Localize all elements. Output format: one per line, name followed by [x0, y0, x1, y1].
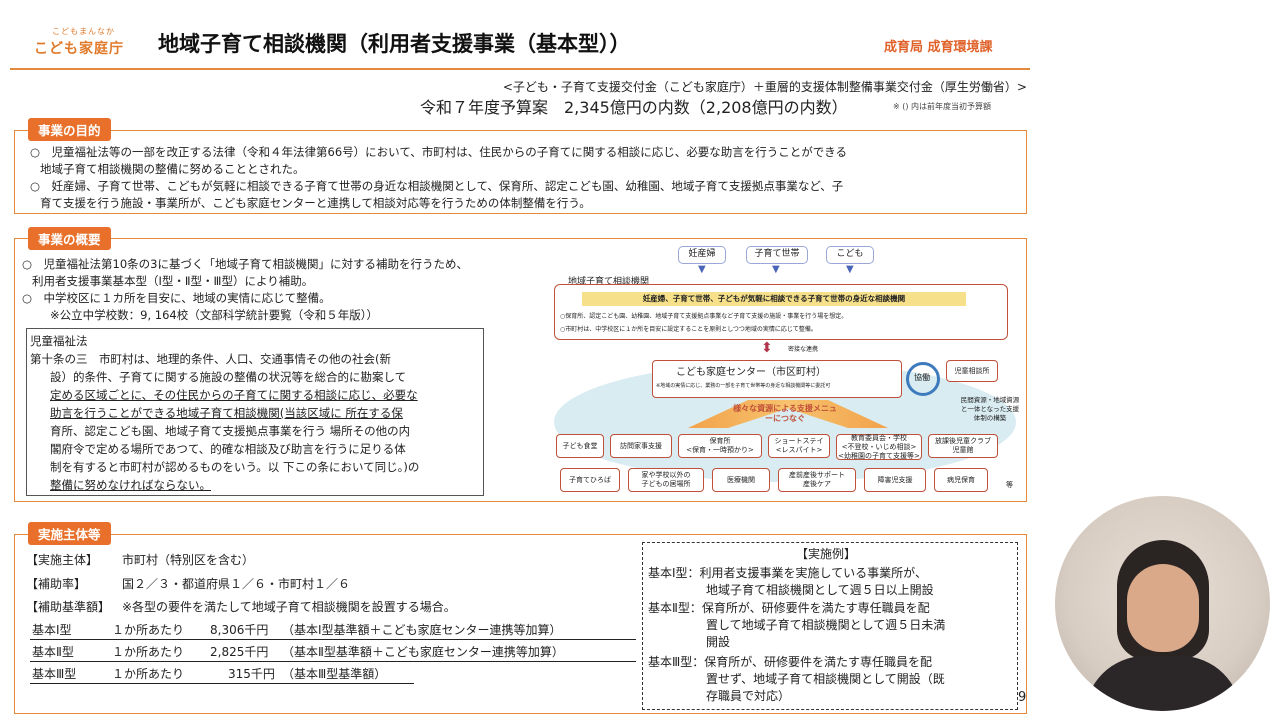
purpose-tab: 事業の目的: [28, 118, 111, 141]
law-box: [26, 328, 484, 496]
agency-label: 地域子育て相談機関: [566, 274, 652, 287]
law-title: 児童福祉法: [30, 334, 88, 348]
type-per: １か所あたり: [112, 623, 185, 637]
child-guidance-center: 児童相談所: [946, 360, 998, 382]
example-3c: 存職員で対応）: [706, 689, 791, 703]
law-line-4: 助言を行うことができる地域子育て相談機関(当該区域に 所在する保: [50, 406, 403, 420]
type-amount: 8,306千円: [210, 623, 269, 637]
center-note: ※地域の実情に応じ、業務の一部を子育て世帯等の身近な相談機関等に委託可: [656, 383, 831, 389]
example-2b: 置して地域子育て相談機関として週５日未満: [706, 618, 946, 632]
law-line-1: 第十条の三 市町村は、地理的条件、人口、交通事情その他の社会(新: [30, 352, 391, 366]
type-name: 基本Ⅲ型: [32, 667, 77, 681]
resource-label: 様々な資源による支援メニューにつなぐ: [733, 404, 837, 423]
arrow-down-icon: ▼: [846, 264, 854, 275]
cooperation-icon: [906, 362, 940, 396]
link-arrow-icon: ⬍: [761, 340, 773, 356]
law-line-2: 設）的条件、子育てに関する施設の整備の状況等を総合的に勘案して: [50, 370, 407, 384]
link-label: 密接な連携: [788, 346, 819, 353]
type-name: 基本Ⅰ型: [32, 623, 72, 637]
purpose-text-1: ○ 児童福祉法等の一部を改正する法律（令和４年法律第66号）において、市町村は、…: [30, 145, 848, 159]
user-pregnant: 妊産婦: [678, 246, 726, 264]
implementation-tab: 実施主体等: [28, 522, 111, 545]
page-title: 地域子育て相談機関（利用者支援事業（基本型））: [158, 32, 631, 56]
example-3b: 置せず、地域子育て相談機関として開設（既: [706, 672, 945, 686]
cooperation-label: 協働: [914, 373, 930, 382]
agency-heading: 妊産婦、子育て世帯、子どもが気軽に相談できる子育て世帯の身近な相談機関: [582, 292, 966, 306]
type-row: 基本Ⅲ型 １か所あたり 315千円 （基本Ⅲ型基準額）: [30, 664, 414, 684]
overview-text-4: ※公立中学校数：9, 164校（文部科学統計要覧（令和５年版））: [50, 308, 378, 322]
presenter-face: [1127, 564, 1199, 652]
base-label: 【補助基準額】: [26, 600, 111, 614]
resource-item: 家や学校以外の 子どもの居場所: [628, 468, 704, 492]
examples-box: [642, 542, 1018, 710]
example-1a: 基本Ⅰ型：利用者支援事業を実施している事業所が、: [648, 566, 927, 580]
diagram: 妊産婦 子育て世帯 こども ▼ ▼ ▼ 地域子育て相談機関 妊産婦、子育て世帯、…: [548, 242, 1026, 498]
type-name: 基本Ⅱ型: [32, 645, 74, 659]
overview-text-3: ○ 中学校区に１カ所を目安に、地域の実情に応じて整備。: [22, 291, 331, 305]
agency-logo: こども家庭庁: [34, 41, 124, 57]
center-title: こども家庭センター（市区町村）: [676, 367, 826, 378]
law-line-8: 整備に努めなければならない。: [50, 478, 211, 492]
type-amount: 2,825千円: [210, 645, 269, 659]
department-label: 成育局 成育環境課: [884, 40, 993, 55]
header-divider: [10, 68, 1030, 70]
resource-item: ショートステイ <レスパイト>: [768, 434, 830, 458]
type-per: １か所あたり: [112, 667, 185, 681]
resource-item: 訪問家事支援: [610, 434, 672, 458]
logo-tagline: こどもまんなか: [52, 27, 115, 36]
etc-label: 等: [1006, 481, 1013, 489]
budget-note: ※ () 内は前年度当初予算額: [893, 102, 992, 111]
law-line-3: 定める区域ごとに、その住民からの子育てに関する相談に応じ、必要な: [50, 388, 418, 402]
example-2a: 基本Ⅱ型：保育所が、研修要件を満たす専任職員を配: [648, 601, 930, 615]
resource-item: 医療機関: [712, 468, 770, 492]
center-box: [652, 360, 902, 398]
agency-note-1: ○保育所、認定こども園、幼稚園、地域子育て支援拠点事業など子育て支援の施設・事業…: [560, 313, 848, 320]
entity-value: 市町村（特別区を含む）: [122, 553, 255, 567]
overview-text-2: 利用者支援事業基本型（Ⅰ型・Ⅱ型・Ⅲ型）により補助。: [32, 274, 314, 288]
law-line-6: 閣府令で定める場所であつて、的確な相談及び助言を行うに足りる体: [50, 442, 406, 456]
type-note: （基本Ⅰ型基準額＋こども家庭センター連携等加算）: [282, 623, 562, 637]
resource-item: 子育てひろば: [560, 468, 620, 492]
page-number: 9: [1018, 690, 1027, 705]
resource-item: 産前産後サポート 産後ケア: [778, 468, 856, 492]
law-line-5: 育所、認定こども園、地域子育て支援拠点事業を行う 場所その他の内: [50, 424, 411, 438]
resource-item: 教育委員会・学校 <不登校・いじめ相談> <幼稚園の子育て支援等>: [836, 434, 922, 460]
examples-title: 【実施例】: [796, 547, 857, 561]
resource-item: 放課後児童クラブ 児童館: [928, 434, 998, 458]
entity-label: 【実施主体】: [26, 553, 99, 567]
example-1b: 地域子育て相談機関として週５日以上開設: [706, 583, 934, 597]
purpose-box: [14, 130, 1027, 214]
agency-note-2: ○市町村は、中学校区に１か所を目安に設定することを原則としつつ地域の実情に応じて…: [560, 326, 817, 333]
type-note: （基本Ⅱ型基準額＋こども家庭センター連携等加算）: [282, 645, 564, 659]
budget-line: 令和７年度予算案 2,345億円の内数（2,208億円の内数）: [420, 98, 848, 117]
type-note: （基本Ⅲ型基準額）: [282, 667, 387, 681]
purpose-text-2: 地域子育て相談機関の整備に努めることとされた。: [40, 162, 305, 176]
base-value: ※各型の要件を満たして地域子育て相談機関を設置する場合。: [122, 600, 456, 614]
resource-item: 病児保育: [934, 468, 988, 492]
type-row: 基本Ⅰ型 １か所あたり 8,306千円 （基本Ⅰ型基準額＋こども家庭センター連携…: [30, 620, 636, 640]
type-amount: 315千円: [228, 667, 275, 681]
example-2c: 開設: [706, 635, 731, 649]
arrow-down-icon: ▼: [698, 264, 706, 275]
fund-source: <子ども・子育て支援交付金（こども家庭庁）＋重層的支援体制整備事業交付金（厚生労…: [502, 80, 1027, 94]
example-3a: 基本Ⅲ型：保育所が、研修要件を満たす専任職員を配: [648, 655, 933, 669]
support-label: 民間資源・地域資源と一体となった支援体制の構築: [960, 396, 1020, 422]
purpose-text-3: ○ 妊産婦、子育て世帯、こどもが気軽に相談できる子育て世帯の身近な相談機関として…: [30, 179, 844, 193]
resource-item: 子ども食堂: [556, 434, 604, 458]
resource-item: 障害児支援: [864, 468, 926, 492]
presenter-video: [1055, 496, 1270, 711]
type-row: 基本Ⅱ型 １か所あたり 2,825千円 （基本Ⅱ型基準額＋こども家庭センター連携…: [30, 642, 636, 662]
type-per: １か所あたり: [112, 645, 185, 659]
purpose-text-4: 育て支援を行う施設・事業所が、こども家庭センターと連携して相談対応等を行うための…: [40, 196, 591, 210]
law-line-7: 制を有すると市町村が認めるものをいう。以 下この条において同じ。)の: [50, 460, 420, 474]
presenter-body: [1085, 656, 1241, 711]
resource-item: 保育所 <保育・一時預かり>: [678, 434, 762, 458]
user-families: 子育て世帯: [746, 246, 808, 264]
overview-text-1: ○ 児童福祉法第10条の3に基づく「地域子育て相談機関」に対する補助を行うため、: [22, 257, 468, 271]
overview-tab: 事業の概要: [28, 227, 111, 250]
user-children: こども: [826, 246, 874, 264]
rate-value: 国２／３・都道府県１／６・市町村１／６: [122, 577, 351, 591]
rate-label: 【補助率】: [26, 577, 87, 591]
arrow-down-icon: ▼: [772, 264, 780, 275]
